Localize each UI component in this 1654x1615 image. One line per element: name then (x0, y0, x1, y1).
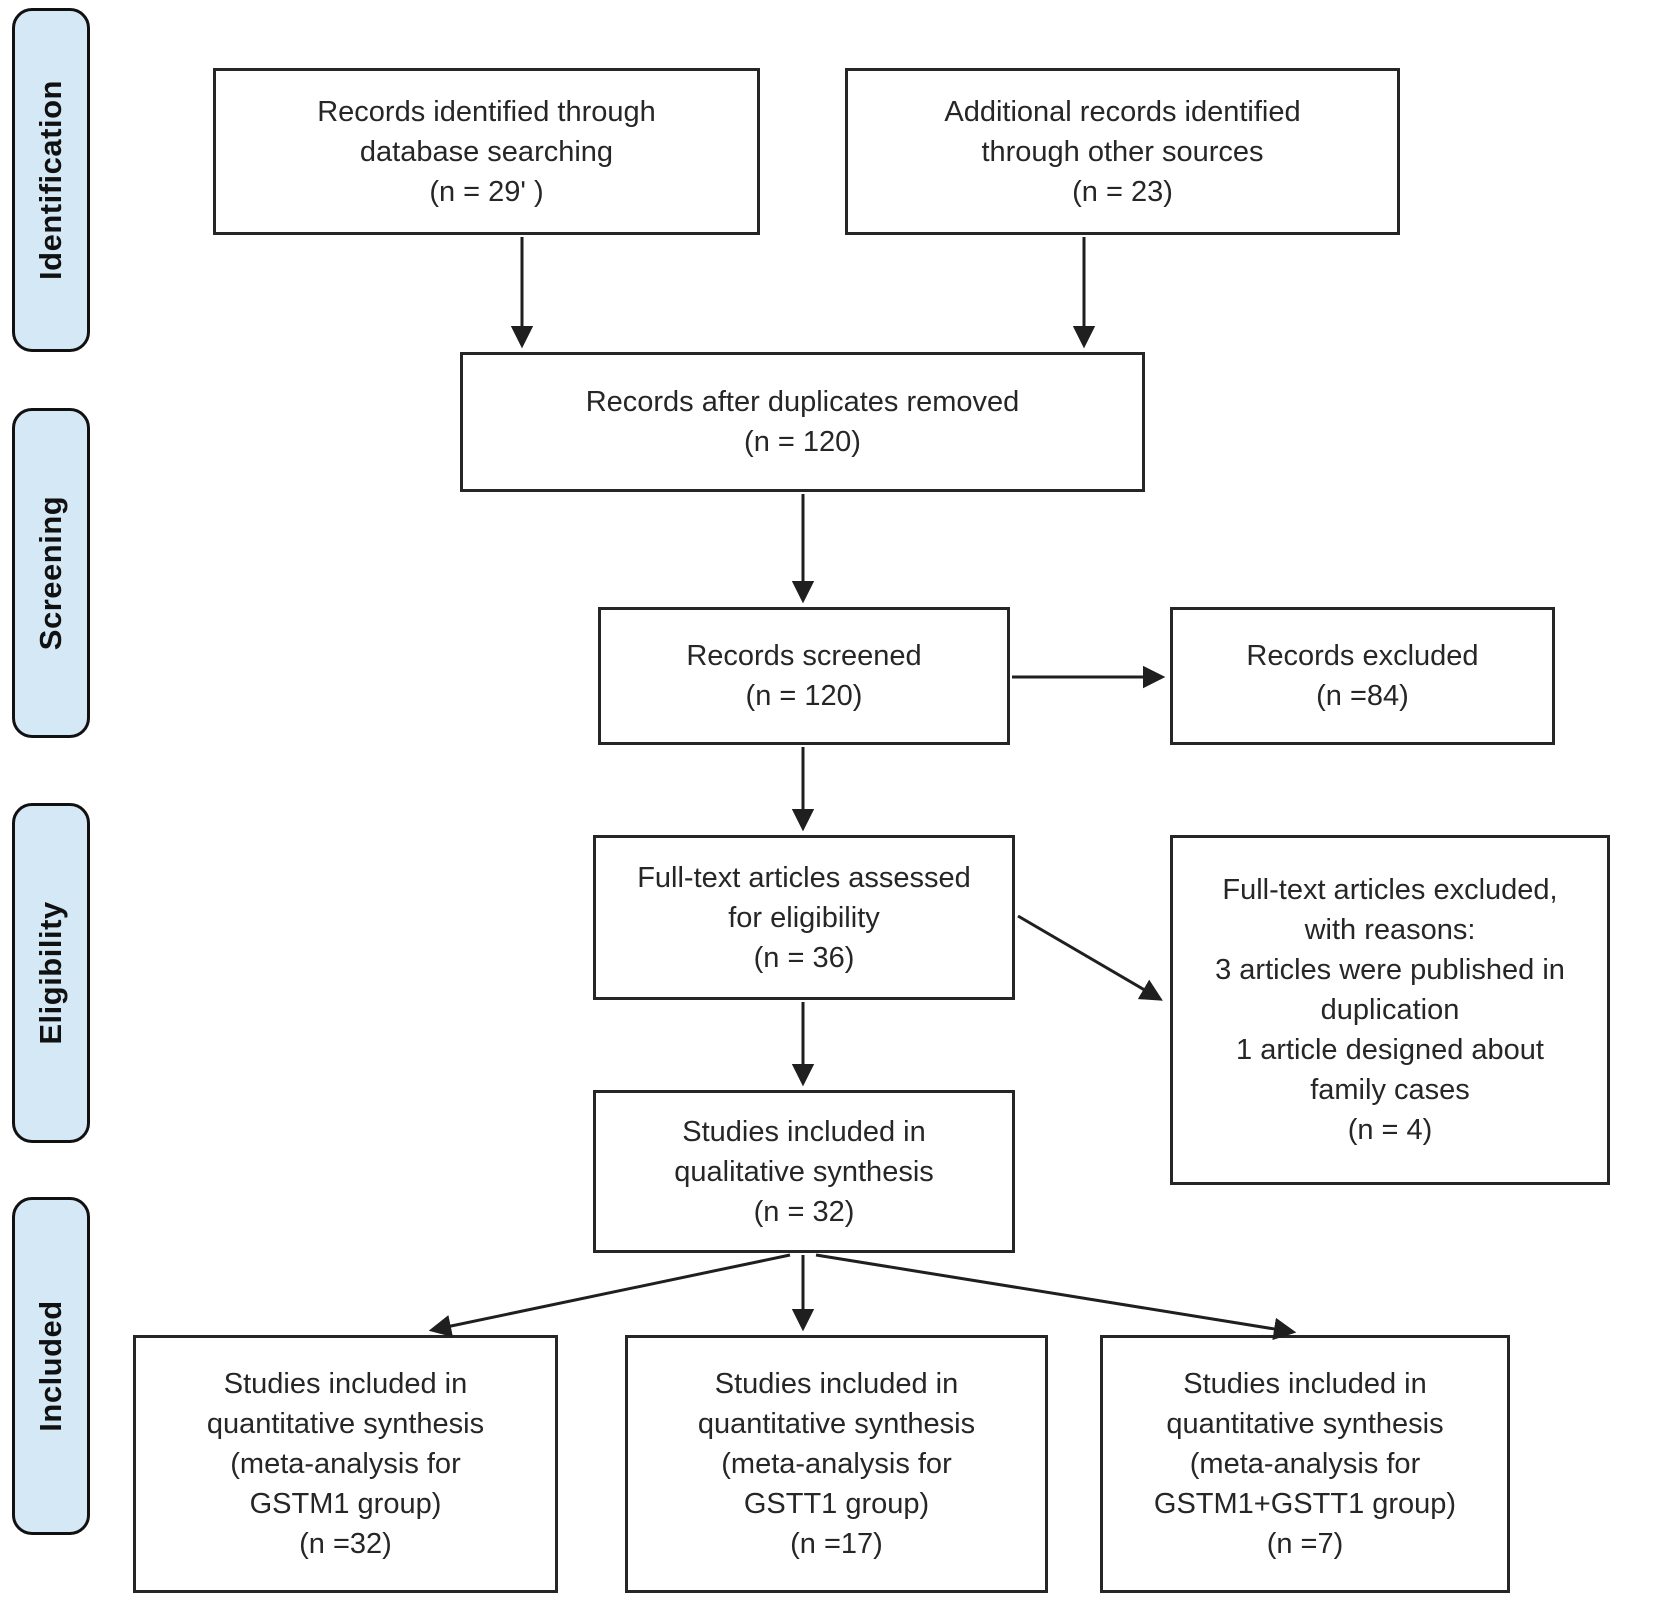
box-quantitative-gstt1-text: Studies included in quantitative synthes… (697, 1368, 976, 1560)
box-fulltext-assessed: Full-text articles assessed for eligibil… (593, 835, 1015, 1000)
stage-eligibility: Eligibility (12, 803, 90, 1143)
box-duplicates-removed: Records after duplicates removed (n = 12… (460, 352, 1145, 492)
stage-included: Included (12, 1197, 90, 1535)
box-records-excluded-text: Records excluded (n =84) (1246, 640, 1479, 712)
arrow-fulltext-to-ftexcluded (1017, 914, 1163, 1001)
box-qualitative-synthesis: Studies included in qualitative synthesi… (593, 1090, 1015, 1253)
arrow-qualitative-to-gstm1-gstt1 (815, 1253, 1297, 1341)
box-fulltext-excluded-text: Full-text articles excluded, with reason… (1215, 874, 1565, 1146)
stage-eligibility-label: Eligibility (33, 901, 68, 1045)
arrow-qualitative-to-gstm1 (428, 1253, 791, 1338)
box-quantitative-gstm1-gstt1-text: Studies included in quantitative synthes… (1153, 1368, 1457, 1560)
stage-screening-label: Screening (33, 495, 68, 651)
box-records-excluded: Records excluded (n =84) (1170, 607, 1555, 745)
box-quantitative-gstm1-text: Studies included in quantitative synthes… (206, 1368, 485, 1560)
box-quantitative-gstm1: Studies included in quantitative synthes… (133, 1335, 558, 1593)
box-duplicates-removed-text: Records after duplicates removed (n = 12… (585, 386, 1020, 458)
box-records-screened-text: Records screened (n = 120) (686, 640, 922, 712)
stage-screening: Screening (12, 408, 90, 738)
box-quantitative-gstm1-gstt1: Studies included in quantitative synthes… (1100, 1335, 1510, 1593)
box-fulltext-excluded: Full-text articles excluded, with reason… (1170, 835, 1610, 1185)
stage-identification-label: Identification (33, 80, 68, 280)
box-additional-records-text: Additional records identified through ot… (944, 95, 1301, 208)
box-records-identified-text: Records identified through database sear… (317, 95, 656, 208)
box-additional-records: Additional records identified through ot… (845, 68, 1400, 235)
box-quantitative-gstt1: Studies included in quantitative synthes… (625, 1335, 1048, 1593)
box-qualitative-synthesis-text: Studies included in qualitative synthesi… (674, 1115, 934, 1228)
box-records-identified: Records identified through database sear… (213, 68, 760, 235)
stage-included-label: Included (33, 1300, 68, 1432)
stage-identification: Identification (12, 8, 90, 352)
box-fulltext-assessed-text: Full-text articles assessed for eligibil… (637, 861, 971, 974)
box-records-screened: Records screened (n = 120) (598, 607, 1010, 745)
